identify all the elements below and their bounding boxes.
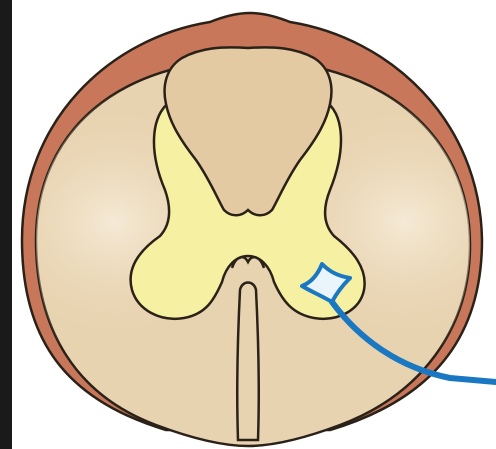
anterior-median-fissure (237, 283, 259, 441)
left-edge-strip (0, 0, 12, 449)
